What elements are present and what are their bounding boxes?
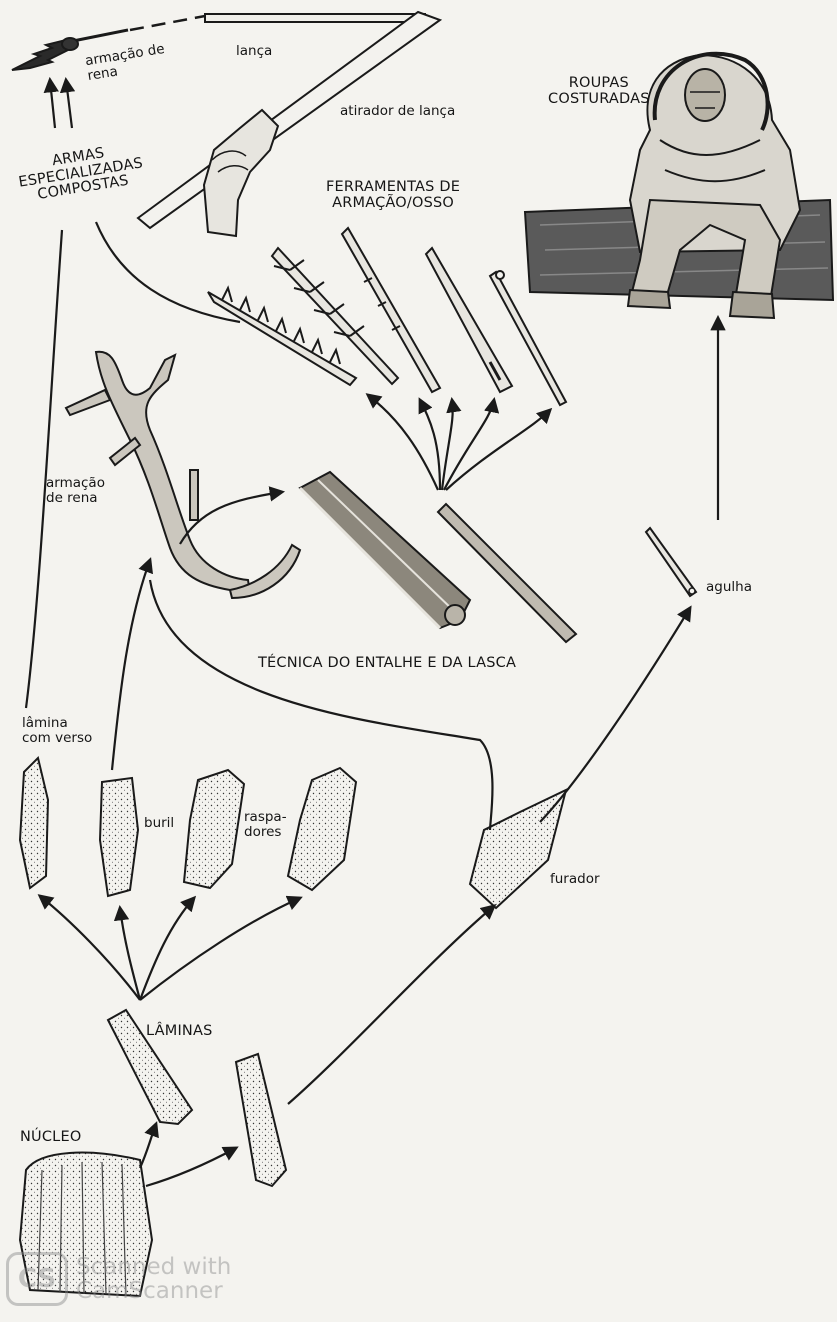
face [685,69,725,121]
camscanner-logo-icon: CS [6,1252,68,1306]
label-laminas: LÂMINAS [146,1024,213,1040]
arrow-armas-to-tools [96,222,240,322]
antler-awl [426,248,512,392]
label-lanca: lança [236,44,272,59]
scraper-2 [288,768,356,890]
arrow-fan-1 [40,896,140,1000]
arrow-burin-to-antler [112,560,150,770]
harpoon-serrated [208,292,356,385]
arrow-fan-4 [140,898,300,1000]
flint-tools [20,758,566,1296]
needle-drawing [646,528,696,596]
label-furador: furador [550,872,600,887]
burin [100,778,138,896]
antler-point [342,228,440,392]
arrow-fan-3 [140,898,194,1000]
label-nucleo: NÚCLEO [20,1130,81,1146]
spear-shaft-dashes [130,16,205,30]
arrow-blade-to-furador [288,906,494,1104]
grooved-antler-block [300,472,470,628]
backed-blade [20,758,48,888]
spear-shaft-rear [205,14,425,22]
arrow-furador-to-needle [540,608,690,822]
groove-splinter-drawing [300,472,576,642]
label-buril: buril [144,816,174,831]
arrow-split-4 [444,400,494,490]
hand [204,110,278,236]
arrow-split-2 [420,400,440,490]
antler-tools [208,228,566,405]
arrow-core-up [140,1124,156,1168]
arrow-armas-up-1 [50,80,55,128]
scraper-1 [184,770,244,888]
arrow-split-5 [446,410,550,490]
arrow-armas-up-2 [66,80,72,128]
blade-2 [236,1054,286,1186]
label-tecnica: TÉCNICA DO ENTALHE E DA LASCA [258,656,516,672]
arrow-split-1 [368,395,438,490]
arrow-core-right [146,1148,236,1186]
arrow-lamina-to-armas [26,230,62,708]
label-atirador: atirador de lança [340,104,455,119]
label-agulha: agulha [706,580,752,595]
label-raspadores: raspa-dores [244,810,287,839]
